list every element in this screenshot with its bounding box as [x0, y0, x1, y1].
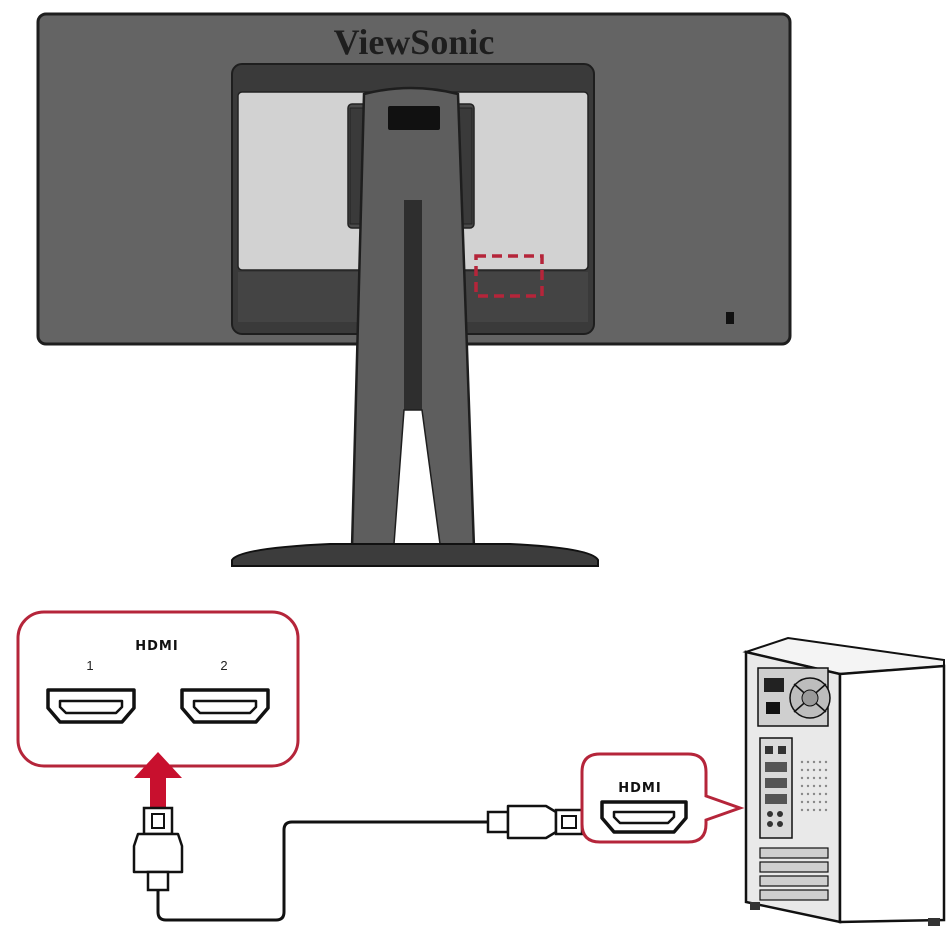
pc-power-socket [764, 678, 784, 692]
cable-wire [156, 820, 488, 922]
hdmi-cable [132, 804, 584, 922]
hdmi-connector-pc-end-icon [486, 804, 584, 840]
pc-side-panel [838, 664, 946, 924]
pc-expansion-slots [759, 847, 829, 901]
hdmi-logo-monitor: HDMI [135, 639, 178, 654]
port-label-1: 1 [86, 658, 93, 673]
hdmi-logo-pc: HDMI [618, 781, 661, 796]
lock-slot-icon [726, 312, 734, 324]
hdmi-port-2-icon [180, 688, 270, 724]
stand-handle [388, 106, 440, 130]
pc-tower [742, 636, 946, 926]
hdmi-port-location-highlight [474, 254, 544, 298]
stand-cable-slot [404, 200, 422, 410]
pc-vent-grid [800, 760, 828, 812]
hdmi-port-1-icon [46, 688, 136, 724]
hdmi-connector-monitor-end-icon [132, 806, 184, 892]
brand-logo: ViewSonic [334, 22, 495, 62]
insert-direction-arrow [134, 752, 182, 808]
stand-base [231, 543, 599, 567]
monitor-hdmi-callout: HDMI 1 2 [16, 610, 300, 768]
pc-power-switch [766, 702, 780, 714]
monitor-rear: ViewSonic [36, 12, 792, 567]
pc-hdmi-callout: HDMI [580, 752, 745, 844]
port-label-2: 2 [220, 658, 227, 673]
hdmi-port-pc-icon [600, 800, 688, 834]
